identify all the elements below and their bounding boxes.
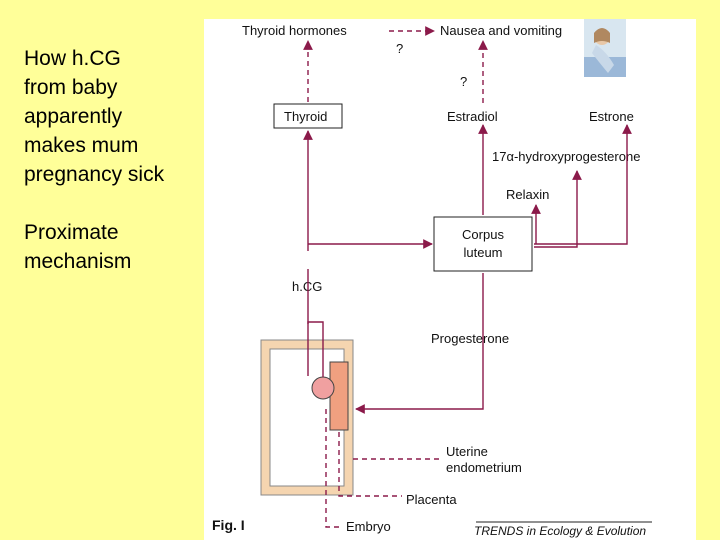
question-mark-2: ? [460, 74, 467, 89]
slide-subheading: Proximate mechanism [24, 221, 132, 273]
hydroxyprogesterone-label: 17α-hydroxyprogesterone [492, 149, 640, 164]
nausea-label: Nausea and vomiting [440, 23, 562, 38]
corpus-luteum-label-1: Corpus [462, 227, 504, 242]
corpus-luteum-box [433, 216, 533, 272]
estradiol-label: Estradiol [447, 109, 498, 124]
placenta-leader [338, 432, 402, 497]
uterine-label-2: endometrium [446, 460, 522, 475]
question-mark-1: ? [396, 41, 403, 56]
corpus-luteum-label-2: luteum [463, 245, 502, 260]
placenta-shape [329, 361, 349, 431]
source-label: TRENDS in Ecology & Evolution [474, 524, 646, 538]
progesterone-arrow [355, 273, 484, 414]
estrone-label: Estrone [589, 109, 634, 124]
pathway-diagram: Thyroid hormones Nausea and vomiting ? ?… [212, 19, 652, 538]
to-17oh-arrow [534, 170, 582, 248]
figure-label: Fig. I [212, 517, 245, 533]
embryo-label: Embryo [346, 519, 391, 534]
embryo-shape [311, 376, 335, 400]
thyroid-label: Thyroid [284, 109, 327, 124]
hcg-label: h.CG [292, 279, 322, 294]
slide-heading: How h.CG from baby apparently makes mum … [24, 47, 165, 186]
thyroid-hormones-label: Thyroid hormones [242, 23, 347, 38]
dashed-arrows [303, 26, 488, 528]
relaxin-label: Relaxin [506, 187, 549, 202]
hcg-origin-line [307, 321, 324, 377]
progesterone-label: Progesterone [431, 331, 509, 346]
to-estrone-arrow [534, 124, 632, 245]
embryo-leader [325, 409, 342, 528]
hcg-pathway-figure: Thyroid hormones Nausea and vomiting ? ?… [204, 19, 696, 540]
uterine-label-1: Uterine [446, 444, 488, 459]
solid-arrows [307, 124, 632, 414]
placenta-label: Placenta [406, 492, 457, 507]
woman-photo-icon [584, 19, 626, 77]
